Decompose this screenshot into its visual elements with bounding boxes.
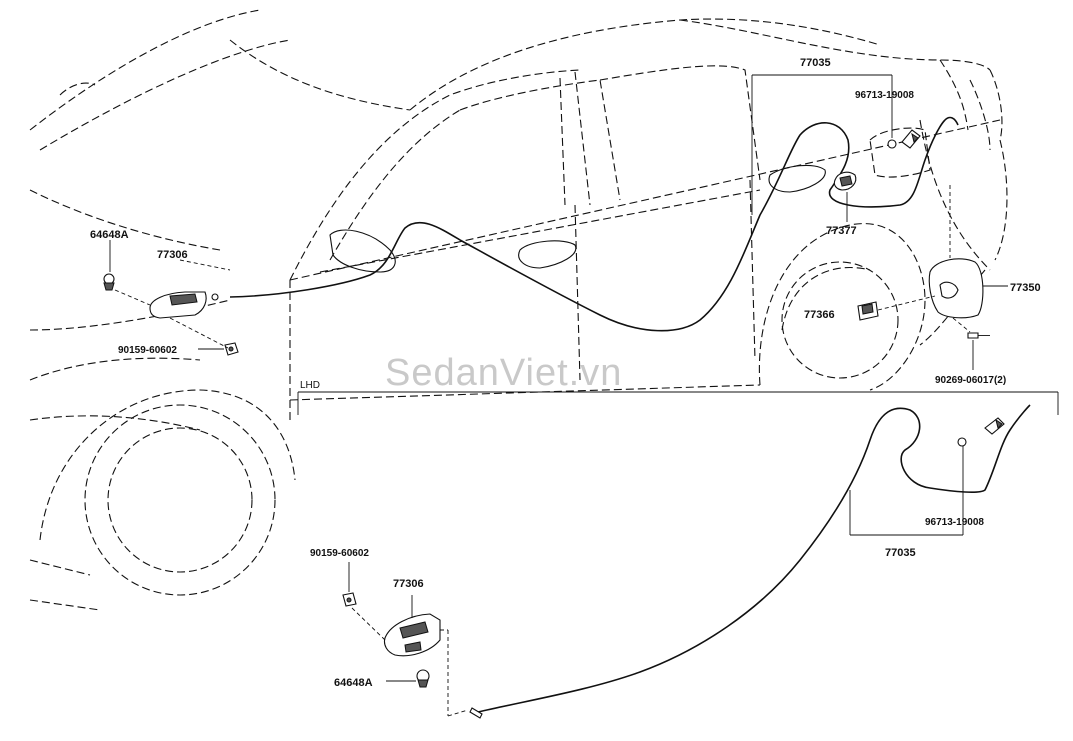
label-64648a-upper: 64648A xyxy=(90,229,129,241)
label-90159-upper: 90159-60602 xyxy=(118,345,177,356)
label-77377: 77377 xyxy=(826,225,857,237)
watermark: SedanViet.vn xyxy=(385,352,622,394)
label-90269: 90269-06017(2) xyxy=(935,375,1006,386)
bolt-90159-lower xyxy=(342,592,357,607)
label-77306-upper: 77306 xyxy=(157,249,188,261)
car-body-outline xyxy=(29,9,1008,611)
lock-latch-upper xyxy=(901,129,921,149)
label-77306-lower: 77306 xyxy=(393,578,424,590)
grommet-96713-lower xyxy=(957,437,967,447)
label-90159-lower: 90159-60602 xyxy=(310,548,369,559)
upper-cable xyxy=(229,116,959,332)
bolt-90159-upper xyxy=(224,342,239,356)
upper-leaders xyxy=(109,74,1008,370)
label-77366: 77366 xyxy=(804,309,835,321)
fuel-lid-77350 xyxy=(928,258,984,319)
opener-lever-77306-upper xyxy=(149,291,219,319)
lower-leaders xyxy=(348,446,964,717)
screw-90269 xyxy=(967,332,990,339)
clip-64648a-upper xyxy=(103,273,115,291)
clip-64648a-lower xyxy=(416,669,430,688)
hinge-77366 xyxy=(857,301,879,321)
label-96713-upper: 96713-19008 xyxy=(855,90,914,101)
label-lhd: LHD xyxy=(300,380,320,391)
label-77350: 77350 xyxy=(1010,282,1041,294)
lock-77377 xyxy=(833,171,857,191)
lock-latch-lower xyxy=(984,417,1005,435)
opener-lever-77306-lower xyxy=(383,613,441,657)
grommet-96713-upper xyxy=(887,139,897,149)
label-64648a-lower: 64648A xyxy=(334,677,373,689)
lower-cable xyxy=(469,404,1031,719)
lhd-frame xyxy=(297,391,1059,415)
label-96713-lower: 96713-19008 xyxy=(925,517,984,528)
label-77035-upper: 77035 xyxy=(800,57,831,69)
label-77035-lower: 77035 xyxy=(885,547,916,559)
